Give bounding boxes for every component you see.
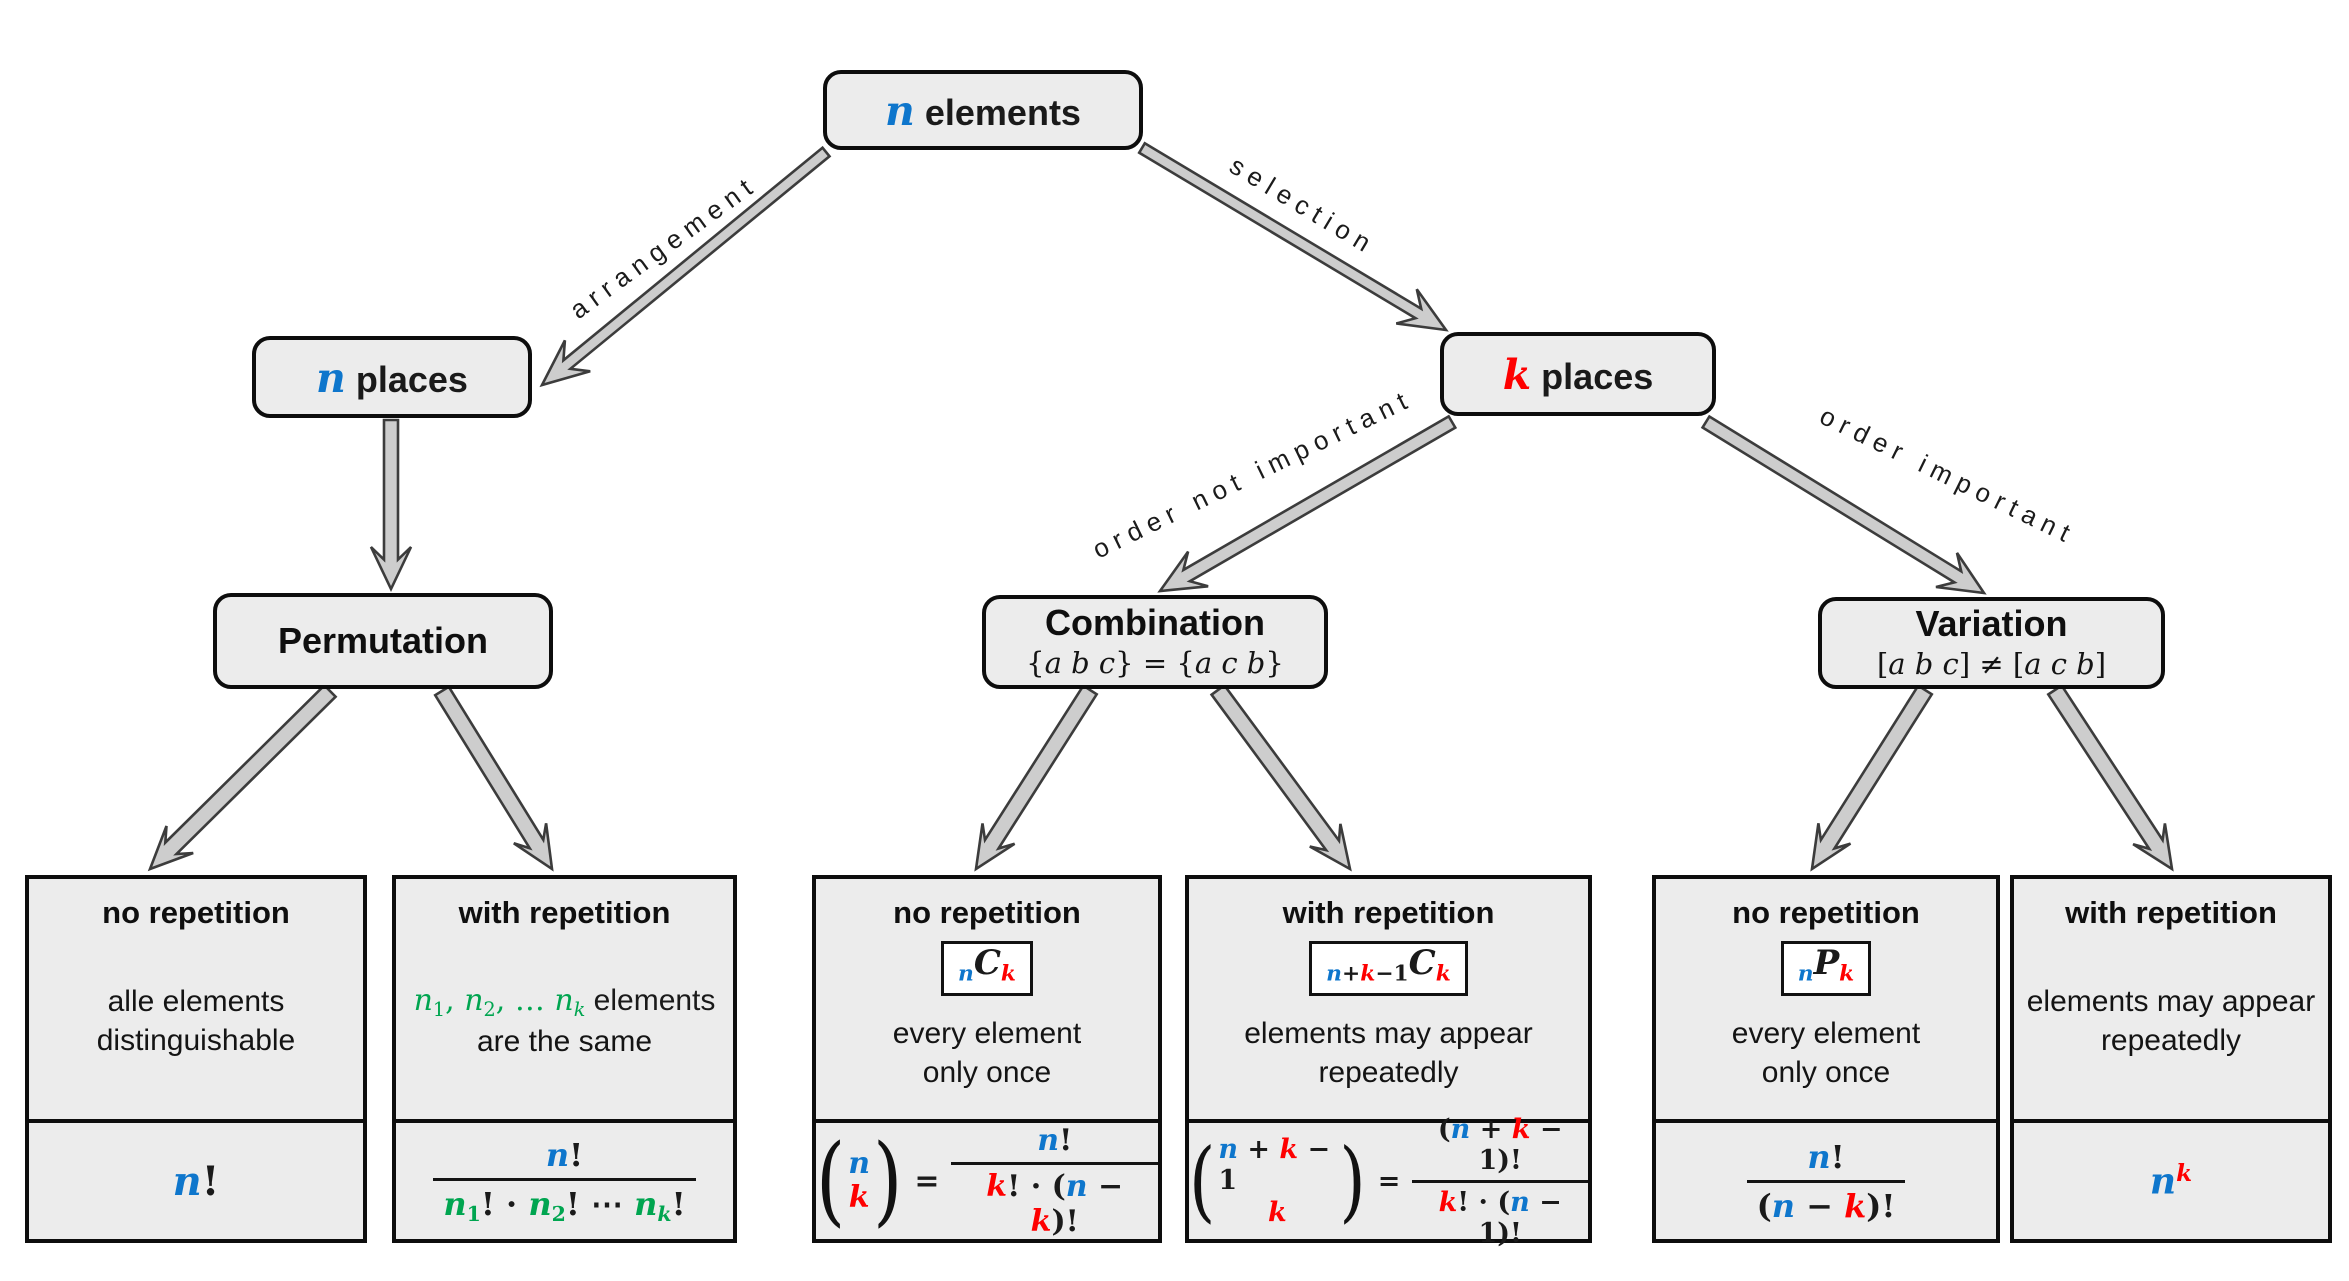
node-n-elements: n elements <box>823 70 1143 150</box>
node-combination-title: Combination <box>1045 602 1265 644</box>
symbol-nPk: nPk <box>1780 941 1872 996</box>
leaf-description-cell: with repetition elements may appear repe… <box>2014 879 2328 1123</box>
leaf-title: no repetition <box>1732 895 1920 930</box>
equals-sign: = <box>1377 1165 1401 1197</box>
desc-line: repeatedly <box>2100 1024 2242 1057</box>
leaf-description-cell: no repetition nPk every element only onc… <box>1656 879 1996 1123</box>
arrow-selection <box>1137 141 1449 332</box>
leaf-description: n1, n2, … nk elements are the same <box>414 931 716 1111</box>
formula-n-power-k: nk <box>2149 1159 2193 1203</box>
desc-line-math: n1, n2, … nk elements <box>413 982 716 1021</box>
leaf-description-cell: with repetition n1, n2, … nk elements ar… <box>396 879 733 1123</box>
leaf-combination-no-repetition: no repetition nCk every element only onc… <box>812 875 1162 1243</box>
fraction-denominator: k! · (n − k)! <box>951 1162 1158 1239</box>
desc-line: every element <box>1731 1017 1921 1051</box>
leaf-title: with repetition <box>2065 895 2277 930</box>
node-n-places-label: n places <box>316 352 468 402</box>
fraction: n! k! · (n − k)! <box>951 1123 1158 1239</box>
arrow-permutation-with-repetition <box>433 685 554 872</box>
leaf-formula-cell: n! <box>29 1123 363 1239</box>
desc-line: elements may appear <box>1244 1017 1533 1051</box>
desc-line: are the same <box>476 1025 653 1059</box>
formula-permutation-k: n! (n − k)! <box>1746 1137 1906 1225</box>
leaf-formula-cell: n! (n − k)! <box>1656 1123 1996 1239</box>
leaf-description-cell: no repetition alle elements distinguisha… <box>29 879 363 1123</box>
arrow-n-places-to-permutation <box>369 418 413 593</box>
leaf-variation-no-repetition: no repetition nPk every element only onc… <box>1652 875 2000 1243</box>
leaf-description: every element only once <box>1732 996 1920 1111</box>
leaf-title: no repetition <box>893 895 1081 930</box>
binomial-top: n + k − 1 <box>1218 1134 1331 1197</box>
fraction: (n + k − 1)! k! · (n − 1)! <box>1412 1114 1588 1249</box>
node-variation-subtitle: [a b c] ≠ [a c b] <box>1876 646 2107 681</box>
leaf-formula-cell: nk <box>2014 1123 2328 1239</box>
paren-left: ( <box>816 1122 846 1238</box>
formula-n-factorial: n! <box>172 1157 220 1205</box>
fraction-numerator: (n + k − 1)! <box>1437 1113 1563 1176</box>
arrow-permutation-no-repetition <box>147 683 338 872</box>
arrow-variation-with-repetition <box>2046 683 2174 872</box>
node-variation: Variation [a b c] ≠ [a c b] <box>1818 597 2165 689</box>
leaf-title: with repetition <box>1282 895 1495 930</box>
fraction-numerator: n! <box>545 1135 584 1174</box>
binomial-bottom: k <box>848 1180 870 1215</box>
binomial-bottom: k <box>1268 1196 1287 1228</box>
symbol-nCk: nCk <box>941 941 1033 996</box>
leaf-title: no repetition <box>102 895 290 930</box>
leaf-description: elements may appear repeatedly <box>2027 931 2316 1111</box>
desc-line: repeatedly <box>1318 1056 1459 1090</box>
node-permutation: Permutation <box>213 593 553 689</box>
node-combination: Combination {a b c} = {a c b} <box>982 595 1328 689</box>
leaf-description-cell: with repetition n+k−1Ck elements may app… <box>1189 879 1588 1123</box>
binomial-top: n <box>848 1145 871 1181</box>
fraction-denominator: (n − k)! <box>1746 1179 1906 1225</box>
paren-left: ( <box>1189 1129 1216 1233</box>
leaf-formula-cell: n! n1! · n2! ⋯ nk! <box>396 1123 733 1239</box>
desc-line: alle elements <box>107 985 285 1018</box>
leaf-variation-with-repetition: with repetition elements may appear repe… <box>2010 875 2332 1243</box>
arrow-combination-no-repetition <box>974 683 1099 872</box>
fraction-numerator: n! <box>1037 1123 1073 1158</box>
leaf-description: every element only once <box>893 996 1081 1111</box>
leaf-description: elements may appear repeatedly <box>1244 996 1533 1111</box>
symbol-n-plus-k-minus-1-Ck: n+k−1Ck <box>1309 941 1468 996</box>
arrow-arrangement <box>539 145 832 388</box>
leaf-description: alle elements distinguishable <box>97 931 295 1111</box>
desc-line: every element <box>892 1017 1082 1051</box>
paren-right: ) <box>1339 1129 1366 1233</box>
node-combination-subtitle: {a b c} = {a c b} <box>1026 645 1284 680</box>
leaf-title: with repetition <box>458 895 671 930</box>
arrow-order-important <box>1700 414 1987 595</box>
node-k-places-label: k places <box>1502 349 1654 399</box>
arrow-variation-no-repetition <box>1810 683 1934 872</box>
leaf-combination-with-repetition: with repetition n+k−1Ck elements may app… <box>1185 875 1592 1249</box>
arrow-combination-with-repetition <box>1209 683 1352 872</box>
desc-line: distinguishable <box>96 1024 296 1057</box>
node-variation-title: Variation <box>1915 603 2068 645</box>
formula-multinomial: n! n1! · n2! ⋯ nk! <box>433 1135 696 1226</box>
leaf-permutation-with-repetition: with repetition n1, n2, … nk elements ar… <box>392 875 737 1243</box>
node-n-elements-label: n elements <box>885 85 1081 135</box>
fraction-numerator: n! <box>1807 1137 1845 1176</box>
equals-sign: = <box>914 1163 940 1199</box>
fraction-denominator: k! · (n − 1)! <box>1412 1179 1588 1249</box>
node-k-places: k places <box>1440 332 1716 416</box>
fraction-denominator: n1! · n2! ⋯ nk! <box>433 1177 696 1226</box>
desc-line: only once <box>922 1056 1052 1090</box>
desc-line: only once <box>1761 1056 1891 1090</box>
desc-line: elements may appear <box>2026 985 2316 1018</box>
node-permutation-title: Permutation <box>277 620 489 662</box>
arrow-order-not-important <box>1157 414 1458 593</box>
leaf-description-cell: no repetition nCk every element only onc… <box>816 879 1158 1123</box>
paren-right: ) <box>873 1122 903 1238</box>
node-n-places: n places <box>252 336 532 418</box>
leaf-permutation-no-repetition: no repetition alle elements distinguisha… <box>25 875 367 1243</box>
